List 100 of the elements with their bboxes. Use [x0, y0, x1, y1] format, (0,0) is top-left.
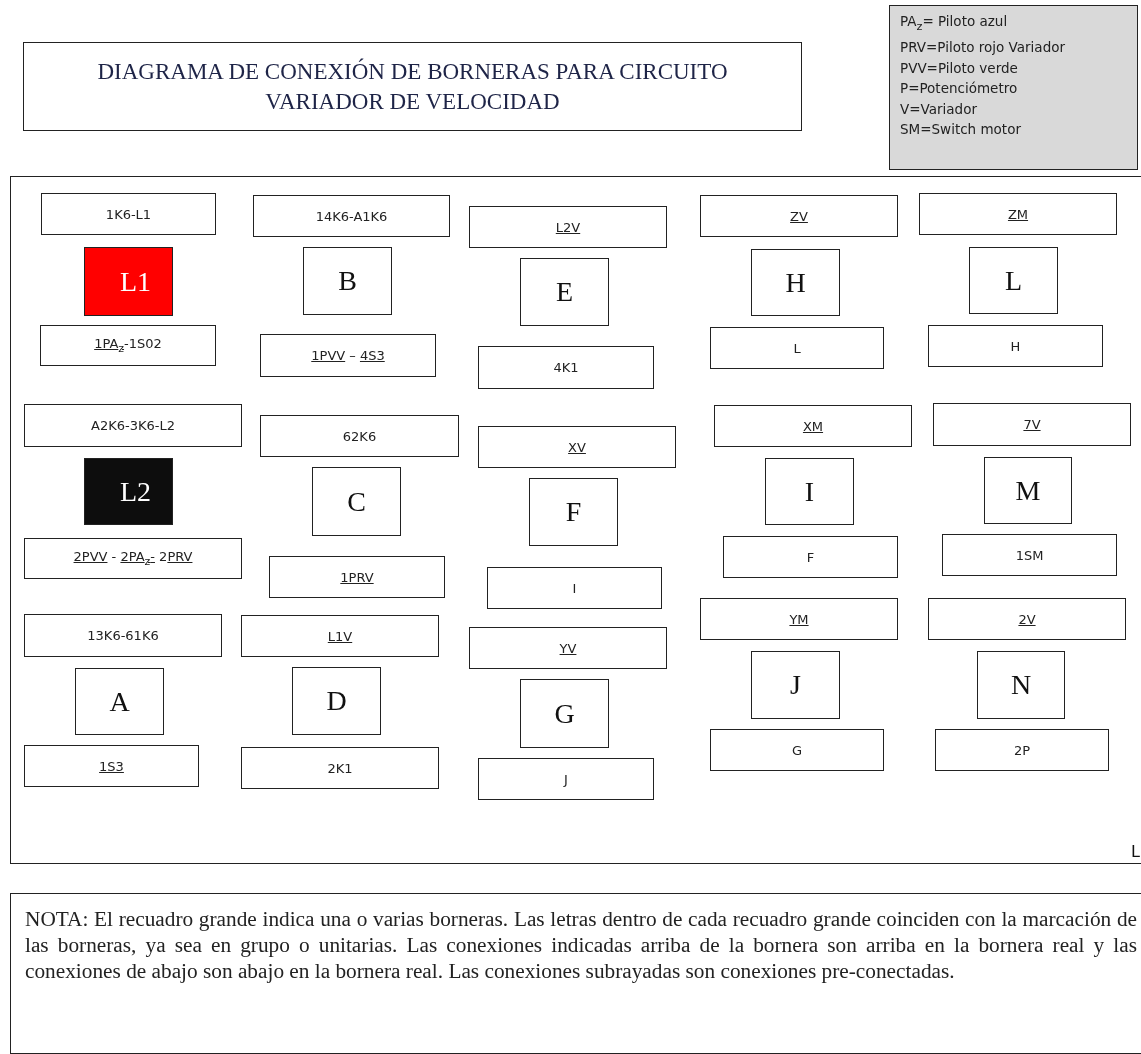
terminal-block-box	[292, 667, 381, 735]
connection-label: YM	[789, 611, 809, 627]
note-text: NOTA: El recuadro grande indica una o varias borneras. Las letras dentro de cada recuadro grande coinciden con la marcación de las borneras, ya sea en grupo o unitarias. Las conexiones indicadas arriba de la bornera son arriba en la bornera real y las conexiones de abajo son abajo en la bornera real. Las conexiones subrayadas son conexiones pre-conectadas.	[25, 906, 1137, 984]
connection-label-box	[714, 405, 912, 447]
connection-label: I	[572, 580, 577, 596]
terminal-letter: G	[554, 697, 575, 730]
connection-label-box	[260, 334, 436, 377]
terminal-block-box	[520, 258, 609, 326]
connection-label-box	[478, 426, 676, 468]
connection-label-box	[253, 195, 450, 237]
connection-label-box	[700, 598, 898, 640]
connection-label: 4K1	[553, 360, 579, 375]
connection-label: ZM	[1007, 206, 1029, 222]
terminal-block-box	[312, 467, 401, 536]
connection-label-box	[478, 758, 654, 800]
connection-label-box	[24, 745, 199, 787]
key-entry: PVV=Piloto verde	[900, 58, 1019, 78]
connection-label: 14K6-A1K6	[315, 208, 388, 224]
terminal-block-box	[751, 249, 840, 316]
connection-label: 13K6-61K6	[87, 628, 159, 643]
terminal-letter: J	[790, 669, 801, 701]
connection-label-box	[24, 614, 222, 657]
terminal-letter: M	[1015, 474, 1041, 507]
connection-label: 7V	[1023, 417, 1041, 432]
terminal-block-box	[520, 679, 609, 748]
connection-label-box	[933, 403, 1131, 446]
connection-label: L	[793, 340, 801, 356]
connection-label: 62K6	[342, 428, 377, 444]
connection-label: XV	[568, 439, 586, 455]
connection-label-box	[241, 747, 439, 789]
connection-label: 2K1	[327, 760, 353, 776]
connection-label-box	[928, 598, 1126, 640]
connection-label-box	[260, 415, 459, 457]
terminal-letter: A	[109, 685, 130, 718]
connection-label: F	[806, 549, 815, 565]
terminal-block-box	[84, 458, 173, 525]
terminal-letter: L2	[118, 475, 152, 508]
terminal-block-box	[969, 247, 1058, 314]
connection-label: H	[1010, 338, 1021, 354]
connection-label-box	[24, 404, 242, 447]
connection-label: YV	[559, 640, 577, 656]
terminal-letter: C	[347, 485, 366, 518]
terminal-panel-frame	[10, 176, 1141, 864]
terminal-letter: D	[326, 685, 347, 717]
terminal-letter: E	[555, 276, 574, 308]
connection-label: 1SM	[1015, 547, 1044, 563]
connection-label-box	[41, 193, 216, 235]
connection-label-box	[919, 193, 1117, 235]
connection-label: 1PVV – 4S3	[311, 348, 385, 363]
connection-label-box	[928, 325, 1103, 367]
connection-label: 1S3	[99, 758, 124, 774]
terminal-letter: F	[565, 496, 582, 528]
key-entry: V=Variador	[900, 99, 978, 119]
connection-label: G	[791, 742, 803, 758]
note-box	[10, 893, 1141, 1054]
terminal-letter: B	[338, 265, 357, 297]
connection-label-box	[723, 536, 898, 578]
connection-label: 2P	[1013, 742, 1031, 758]
connection-label: 1K6-L1	[105, 206, 152, 222]
terminal-block-box	[303, 247, 392, 315]
connection-label: 2PVV - 2PA$_{z}$- 2PRV	[73, 549, 193, 568]
connection-label-box	[942, 534, 1117, 576]
connection-label-box	[241, 615, 439, 657]
abbreviation-key-box	[889, 5, 1138, 170]
connection-label-box	[710, 729, 884, 771]
connection-label-box	[469, 627, 667, 669]
connection-label: 2V	[1018, 611, 1036, 627]
key-entry: PRV=Piloto rojo Variador	[900, 38, 1066, 58]
connection-label-box	[487, 567, 662, 609]
key-entry: SM=Switch motor	[900, 120, 1022, 140]
connection-label-box	[269, 556, 445, 598]
diagram-title: DIAGRAMA DE CONEXIÓN DE BORNERAS PARA CIRCUITO VARIADOR DE VELOCIDAD	[96, 57, 729, 116]
connection-label: L1V	[327, 628, 353, 644]
connection-label-box	[478, 346, 654, 389]
terminal-block-box	[84, 247, 173, 316]
terminal-block-box	[75, 668, 164, 735]
key-entry: P=Potenciómetro	[900, 79, 1019, 99]
terminal-letter: L1	[118, 265, 152, 298]
terminal-block-box	[977, 651, 1065, 719]
connection-label: XM	[802, 418, 824, 434]
connection-label-box	[24, 538, 242, 579]
connection-label: ZV	[790, 208, 808, 224]
connection-label: A2K6-3K6-L2	[91, 418, 175, 433]
connection-label: L2V	[555, 219, 581, 235]
terminal-block-box	[984, 457, 1072, 524]
terminal-letter: L	[1004, 264, 1023, 297]
connection-label-box	[935, 729, 1109, 771]
connection-label: 1PA$_{z}$-1S02	[94, 336, 162, 355]
connection-label-box	[710, 327, 884, 369]
connection-label-box	[469, 206, 667, 248]
terminal-block-box	[765, 458, 854, 525]
terminal-letter: H	[785, 266, 806, 299]
connection-label: J	[564, 771, 568, 787]
terminal-letter: N	[1010, 669, 1032, 701]
terminal-block-box	[751, 651, 840, 719]
terminal-block-box	[529, 478, 618, 546]
stray-mark: L	[1131, 842, 1140, 861]
terminal-letter: I	[804, 475, 815, 508]
connection-label-box	[40, 325, 216, 366]
connection-label: 1PRV	[340, 569, 374, 585]
